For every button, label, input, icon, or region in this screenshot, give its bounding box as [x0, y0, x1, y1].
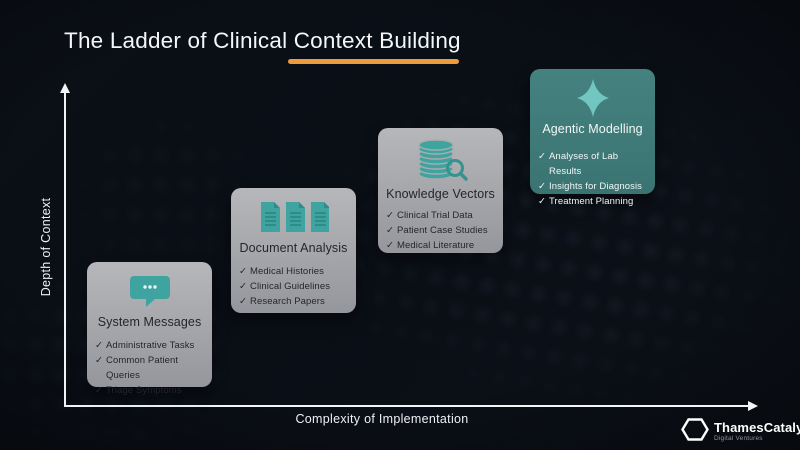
card-system-messages: System Messages ✓Administrative Tasks ✓C… [87, 262, 212, 396]
check-icon: ✓ [239, 266, 248, 277]
card-title: System Messages [97, 315, 202, 329]
documents-icon [231, 197, 356, 237]
card-title: Knowledge Vectors [386, 187, 495, 201]
list-item: ✓Clinical Guidelines [239, 281, 331, 292]
list-item: ✓Insights for Diagnosis [538, 181, 643, 192]
card-knowledge-vectors: Knowledge Vectors ✓Clinical Trial Data ✓… [378, 128, 503, 253]
brand-logo: ThamesCatalyst Digital Ventures [681, 416, 800, 448]
list-item: ✓Administrative Tasks [95, 340, 195, 351]
x-axis-label: Complexity of Implementation [295, 412, 469, 426]
card-item-list: ✓Medical Histories ✓Clinical Guidelines … [231, 264, 356, 309]
y-axis-label: Depth of Context [39, 197, 53, 297]
list-item: ✓Medical Histories [239, 266, 325, 277]
brand-name: ThamesCatalyst [714, 420, 800, 436]
chat-bubble-icon [87, 271, 212, 311]
sparkle-icon [530, 78, 655, 118]
check-icon: ✓ [95, 385, 104, 396]
check-icon: ✓ [538, 181, 547, 192]
database-search-icon [378, 137, 503, 183]
check-icon: ✓ [239, 281, 248, 292]
card-item-list: ✓Administrative Tasks ✓Common Patient Qu… [87, 338, 212, 398]
y-axis-line [64, 92, 66, 406]
slide-title: The Ladder of Clinical Context Building [64, 28, 461, 53]
check-icon: ✓ [239, 296, 248, 307]
check-icon: ✓ [538, 151, 547, 162]
list-item: ✓Patient Case Studies [386, 225, 488, 236]
hexagon-logo-icon [681, 416, 709, 448]
brand-tagline: Digital Ventures [714, 435, 763, 443]
list-item: ✓Triage Symptoms [95, 385, 182, 396]
check-icon: ✓ [95, 355, 104, 366]
check-icon: ✓ [538, 196, 547, 207]
check-icon: ✓ [386, 225, 395, 236]
x-axis-arrowhead [748, 401, 758, 411]
list-item: ✓Clinical Trial Data [386, 210, 473, 221]
card-document-analysis: Document Analysis ✓Medical Histories ✓Cl… [231, 188, 356, 313]
x-axis-line [64, 405, 749, 407]
card-title: Agentic Modelling [542, 122, 643, 136]
y-axis-arrowhead [60, 83, 70, 93]
check-icon: ✓ [386, 240, 395, 251]
card-title: Document Analysis [239, 241, 348, 255]
card-agentic-modelling: Agentic Modelling ✓Analyses of Lab Resul… [530, 69, 655, 207]
list-item: ✓Common Patient Queries [95, 355, 179, 381]
list-item: ✓Medical Literature [386, 240, 475, 251]
list-item: ✓Treatment Planning [538, 196, 634, 207]
title-accent-underline [288, 59, 459, 64]
check-icon: ✓ [386, 210, 395, 221]
list-item: ✓Analyses of Lab Results [538, 151, 619, 177]
card-item-list: ✓Analyses of Lab Results ✓Insights for D… [530, 149, 655, 209]
card-item-list: ✓Clinical Trial Data ✓Patient Case Studi… [378, 208, 503, 253]
check-icon: ✓ [95, 340, 104, 351]
list-item: ✓Research Papers [239, 296, 325, 307]
